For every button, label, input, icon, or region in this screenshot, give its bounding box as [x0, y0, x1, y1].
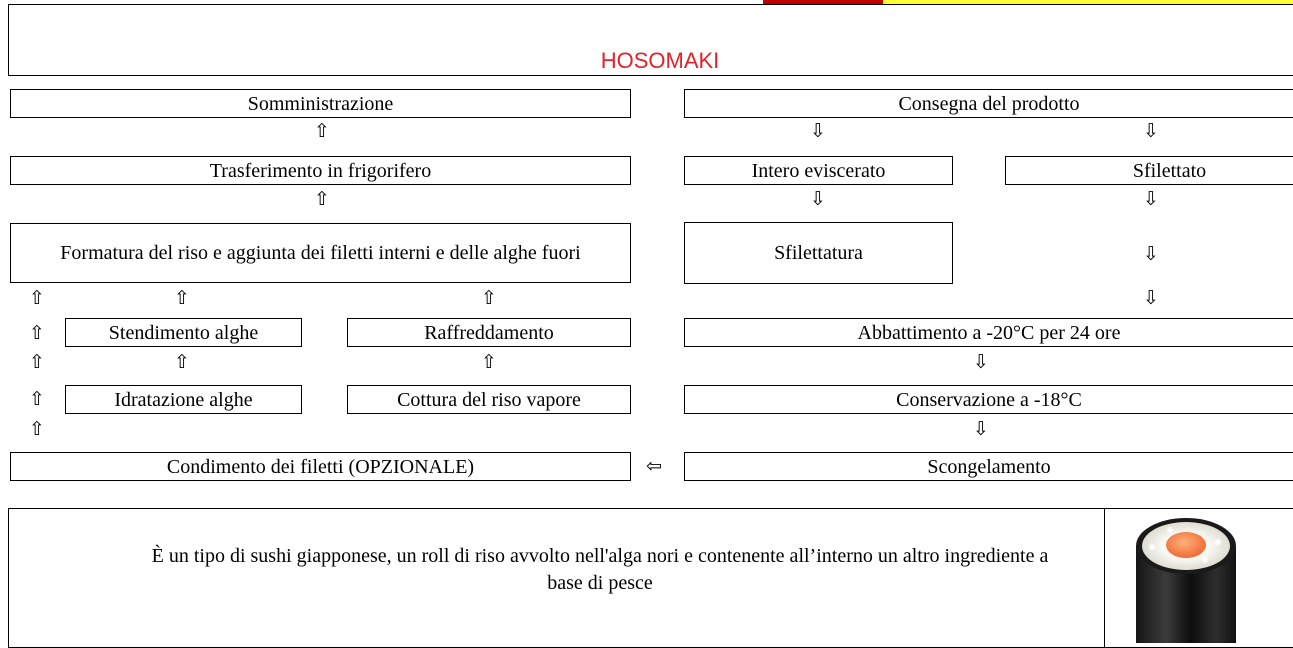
step-sfilettatura: Sfilettatura: [684, 222, 953, 284]
page-title: HOSOMAKI: [600, 48, 720, 73]
step-condimento-filetti: Condimento dei filetti (OPZIONALE): [10, 452, 631, 481]
step-consegna-prodotto: Consegna del prodotto: [684, 89, 1293, 118]
step-formatura: Formatura del riso e aggiunta dei filett…: [10, 223, 631, 283]
arrow-down-icon: ⇩: [1143, 243, 1159, 265]
arrow-down-icon: ⇩: [1143, 120, 1159, 142]
title-frame: [8, 4, 1293, 76]
description-divider: [1104, 508, 1105, 648]
step-abbattimento: Abbattimento a -20°C per 24 ore: [684, 318, 1293, 347]
arrow-down-icon: ⇩: [810, 120, 826, 142]
arrow-up-icon: ⇧: [29, 351, 45, 373]
header-strip-red: [763, 0, 883, 5]
arrow-up-icon: ⇧: [29, 287, 45, 309]
step-idratazione-alghe: Idratazione alghe: [65, 385, 302, 414]
arrow-up-icon: ⇧: [481, 351, 497, 373]
step-raffreddamento: Raffreddamento: [347, 318, 631, 347]
arrow-up-icon: ⇧: [174, 351, 190, 373]
arrow-up-icon: ⇧: [29, 388, 45, 410]
step-trasferimento-frigorifero: Trasferimento in frigorifero: [10, 156, 631, 185]
hosomaki-sushi-roll-icon: [1136, 518, 1236, 643]
arrow-left-icon: ⇦: [646, 455, 662, 477]
step-sfilettato: Sfilettato: [1005, 156, 1293, 185]
arrow-up-icon: ⇧: [174, 287, 190, 309]
arrow-down-icon: ⇩: [973, 351, 989, 373]
arrow-up-icon: ⇧: [29, 322, 45, 344]
arrow-down-icon: ⇩: [810, 188, 826, 210]
product-description: È un tipo di sushi giapponese, un roll d…: [151, 545, 1049, 594]
arrow-up-icon: ⇧: [481, 287, 497, 309]
arrow-up-icon: ⇧: [314, 188, 330, 210]
step-intero-eviscerato: Intero eviscerato: [684, 156, 953, 185]
header-strip-yellow: [883, 0, 1293, 5]
step-conservazione: Conservazione a -18°C: [684, 385, 1293, 414]
step-cottura-riso: Cottura del riso vapore: [347, 385, 631, 414]
arrow-up-icon: ⇧: [29, 418, 45, 440]
step-stendimento-alghe: Stendimento alghe: [65, 318, 302, 347]
step-scongelamento: Scongelamento: [684, 452, 1293, 481]
step-somministrazione: Somministrazione: [10, 89, 631, 118]
hosomaki-sushi-image: [1130, 512, 1242, 643]
arrow-down-icon: ⇩: [973, 418, 989, 440]
arrow-up-icon: ⇧: [314, 120, 330, 142]
arrow-down-icon: ⇩: [1143, 188, 1159, 210]
arrow-down-icon: ⇩: [1143, 287, 1159, 309]
